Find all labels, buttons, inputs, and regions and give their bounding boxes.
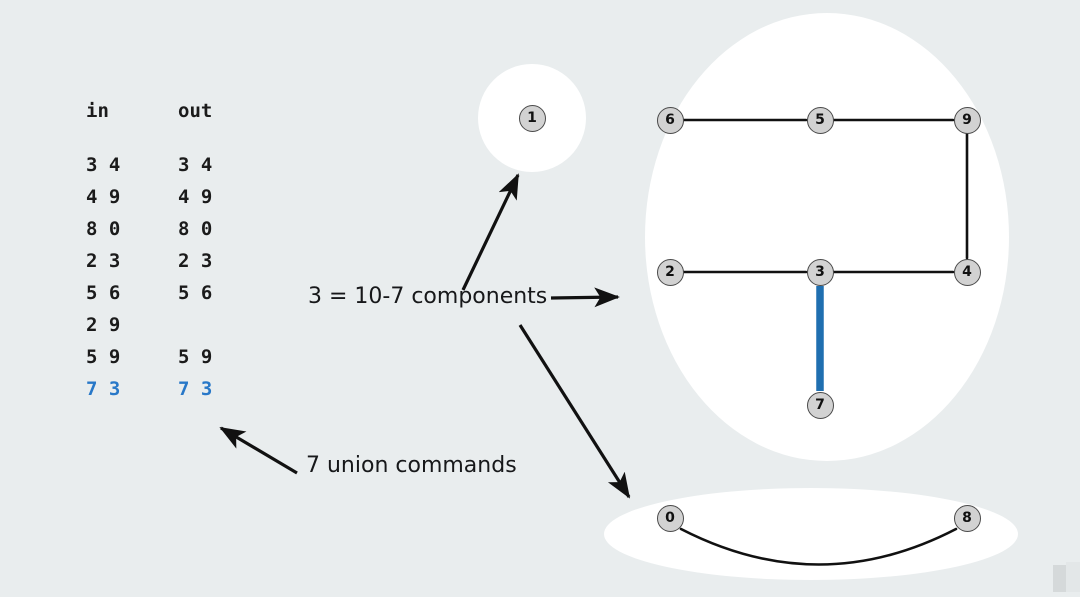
- cell-in: 5 9: [86, 346, 121, 368]
- cell-out: 5 9: [178, 346, 213, 368]
- graph-node-1: 1: [518, 104, 546, 132]
- cell-in: 4 9: [86, 186, 121, 208]
- cell-out: 4 9: [178, 186, 213, 208]
- cell-out: 5 6: [178, 282, 213, 304]
- cell-in: 7 3: [86, 378, 121, 400]
- component-blob-main: [645, 13, 1009, 461]
- graph-node-5: 5: [806, 106, 834, 134]
- arrow-to-union-commands: [219, 426, 298, 475]
- cell-in: 8 0: [86, 218, 121, 240]
- annotation-components-count: 3 = 10-7 components: [308, 284, 548, 309]
- arrow-to-main-component: [550, 287, 620, 308]
- graph-node-8: 8: [953, 504, 981, 532]
- cell-out: 2 3: [178, 250, 213, 272]
- graph-node-4: 4: [953, 258, 981, 286]
- column-header-out: out: [178, 100, 213, 122]
- graph-node-7: 7: [806, 391, 834, 419]
- arrow-to-singleton-component: [461, 173, 520, 291]
- graph-node-2: 2: [656, 258, 684, 286]
- cell-out: 3 4: [178, 154, 213, 176]
- scrollbar-track: [1066, 562, 1080, 592]
- arrow-to-pair-component: [518, 324, 631, 499]
- graph-node-3: 3: [806, 258, 834, 286]
- cell-out: 8 0: [178, 218, 213, 240]
- graph-node-6: 6: [656, 106, 684, 134]
- graph-node-0: 0: [656, 504, 684, 532]
- component-blob-pair-08: [604, 488, 1018, 580]
- cell-out: 7 3: [178, 378, 213, 400]
- cell-in: 3 4: [86, 154, 121, 176]
- edge-0-8: [679, 527, 958, 566]
- column-header-in: in: [86, 100, 109, 122]
- cell-in: 5 6: [86, 282, 121, 304]
- cell-in: 2 9: [86, 314, 121, 336]
- annotation-union-commands: 7 union commands: [306, 453, 517, 478]
- cell-in: 2 3: [86, 250, 121, 272]
- graph-node-9: 9: [953, 106, 981, 134]
- scrollbar-thumb[interactable]: [1053, 565, 1066, 592]
